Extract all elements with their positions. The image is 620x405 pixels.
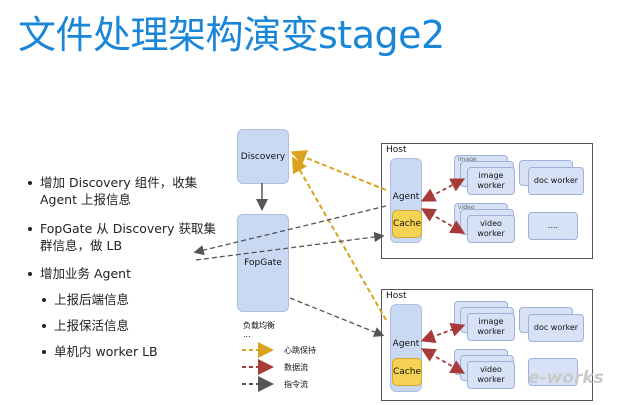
data-arrow-1b [420,208,466,234]
bullet-dot [28,272,32,276]
bullet-text: 上报保活信息 [54,318,130,333]
bullet-dot [42,298,46,302]
bullet-dot [42,324,46,328]
discovery-node: Discovery [237,129,289,184]
bullet-text: 增加 Discovery 组件，收集 [40,175,198,190]
legend-data-label: 数据流 [284,363,308,372]
data-arrow-2a [420,322,466,344]
page-title: 文件处理架构演变stage2 [18,13,445,57]
lb-note: 负载均衡 [243,321,275,330]
bullet-text: 增加业务 Agent [40,266,131,281]
lb-note-ellipsis: ... [243,330,251,339]
data-arrow-2b [420,348,466,374]
bullet-text: 单机内 worker LB [54,344,158,359]
command-arrow-2 [195,231,385,261]
heartbeat-arrow-2 [292,156,387,321]
image-worker-1: image worker [467,167,515,195]
bullet-dot [28,181,32,185]
fopgate-node: FopGate [237,214,289,312]
bullet-text: Agent 上报信息 [40,192,131,207]
more-workers-1: .... [528,212,578,240]
agent-label-2: Agent [392,339,420,349]
video-worker-2: video worker [467,361,515,389]
bullet-dot [28,227,32,231]
more-workers-2 [528,358,578,386]
heartbeat-arrow-1 [290,150,387,191]
data-arrow-1a [420,178,466,202]
doc-worker-1: doc worker [528,167,584,195]
host-label-2: Host [386,291,407,301]
agent-label-1: Agent [392,192,420,202]
cache-node-2: Cache [392,358,422,386]
command-arrow-1 [193,205,387,256]
watermark-logo: e-works [528,368,604,388]
host-label-1: Host [386,145,407,155]
image-worker-2: image worker [467,313,515,341]
video-worker-1: video worker [467,215,515,243]
doc-worker-2: doc worker [528,314,584,342]
bullet-text: FopGate 从 Discovery 获取集 [40,221,216,236]
bullet-text: 上报后端信息 [54,292,130,307]
command-arrow-3 [289,297,385,337]
bullet-text: 群信息，做 LB [40,238,123,253]
bullet-dot [42,350,46,354]
legend-heartbeat-label: 心跳保持 [284,346,316,355]
legend-command-label: 指令流 [284,380,308,389]
